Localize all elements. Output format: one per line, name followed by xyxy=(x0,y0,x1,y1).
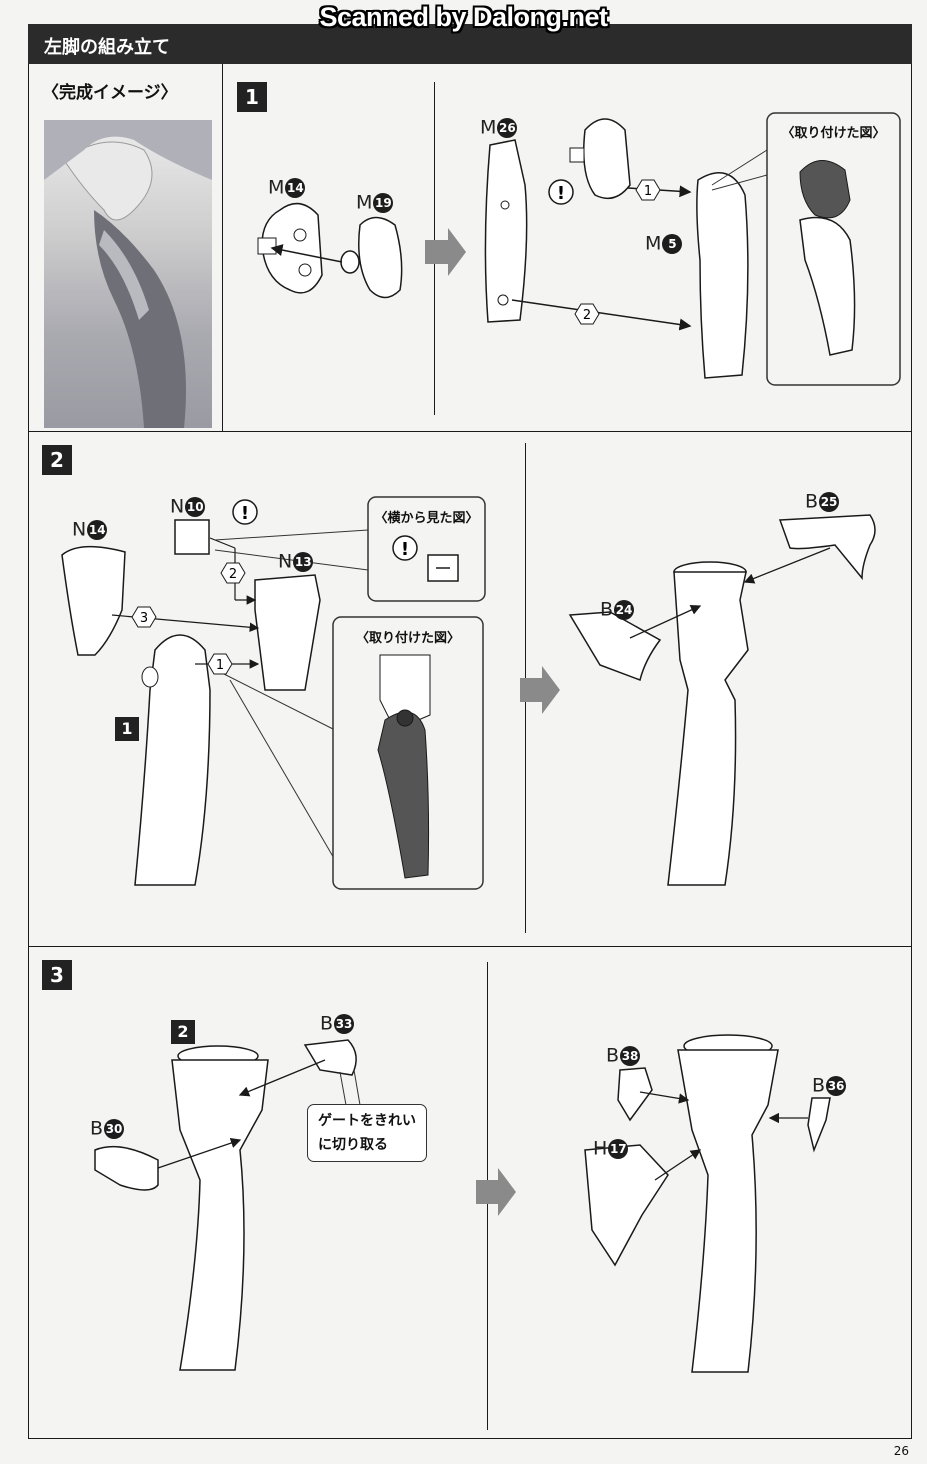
part-n13-block xyxy=(254,574,321,691)
part-leg-assembled-step2 xyxy=(667,561,749,886)
part-h17-armor xyxy=(584,1144,669,1267)
arrow-next-step1 xyxy=(425,228,466,276)
part-b36-armor xyxy=(807,1097,831,1153)
part-n10-block xyxy=(174,519,210,555)
arrow-next-step3 xyxy=(476,1168,516,1216)
part-joint-upper xyxy=(569,118,631,200)
gate-note-line-2: に切り取る xyxy=(318,1137,388,1153)
section-header: 左脚の組み立て xyxy=(28,24,912,64)
page-number: 26 xyxy=(893,1444,909,1458)
part-b33-armor xyxy=(303,1039,357,1076)
section-title: 左脚の組み立て xyxy=(44,37,170,58)
ref-step-2: 2 xyxy=(171,1020,195,1044)
step-number-2: 2 xyxy=(42,445,72,475)
part-leg-step3-right xyxy=(677,1034,779,1373)
part-b38-armor xyxy=(617,1067,653,1122)
scan-watermark: Scanned by Dalong.net xyxy=(319,2,608,32)
part-n14-hip xyxy=(61,545,126,656)
part-m26-guard xyxy=(484,139,528,323)
attached-view-label-step2: 〈取り付けた図〉 xyxy=(355,631,460,646)
part-b30-armor xyxy=(94,1145,159,1191)
gate-note-line-1: ゲートをきれい xyxy=(318,1113,416,1129)
step-number-3: 3 xyxy=(42,960,72,990)
leg-photo-render xyxy=(44,120,212,428)
part-leg-step3-left xyxy=(171,1045,269,1371)
instruction-frame xyxy=(28,64,912,1439)
part-b24-armor xyxy=(568,611,662,681)
side-view-label: 〈横から見た図〉 xyxy=(374,511,479,526)
divider-image-panel xyxy=(222,64,223,431)
part-leg-with-joint xyxy=(134,634,211,886)
arrow-next-step2 xyxy=(520,666,560,714)
gate-cut-note: ゲートをきれい に切り取る xyxy=(307,1104,427,1162)
part-b25-armor xyxy=(778,514,876,581)
divider-row-2 xyxy=(28,946,912,947)
completed-image-title: 〈完成イメージ〉 xyxy=(42,83,178,103)
inset-joint-shaded xyxy=(799,160,851,219)
part-m14-plate xyxy=(257,202,323,294)
step-number-1: 1 xyxy=(237,82,267,112)
part-m19-ball xyxy=(340,216,403,299)
divider-row-1 xyxy=(28,431,912,432)
completed-leg-photo xyxy=(44,120,212,428)
attached-view-label-step1: 〈取り付けた図〉 xyxy=(781,126,886,141)
part-m5-leg xyxy=(696,172,749,379)
ref-step-1: 1 xyxy=(115,717,139,741)
